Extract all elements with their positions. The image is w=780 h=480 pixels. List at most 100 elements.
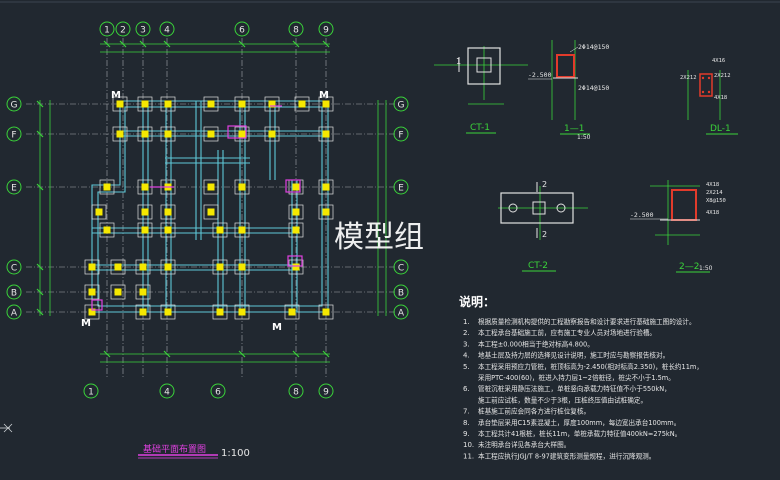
pile-cap bbox=[160, 204, 176, 220]
svg-text:6: 6 bbox=[215, 388, 221, 398]
detail-dl1: 4Χ16 2Χ212 4Χ18 2Χ212 DL-1 bbox=[680, 58, 738, 135]
note-item: 10.未注明承台详见各承台大样图。 bbox=[463, 440, 570, 449]
svg-text:采用PTC-400(60)，桩进入持力层1~2倍桩径，桩尖不: 采用PTC-400(60)，桩进入持力层1~2倍桩径，桩尖不小于1.5m。 bbox=[478, 373, 675, 382]
pile-cap bbox=[212, 304, 228, 320]
svg-text:2Φ14@150: 2Φ14@150 bbox=[578, 84, 609, 92]
pile-cap bbox=[212, 222, 228, 238]
svg-text:2: 2 bbox=[120, 26, 126, 36]
axis-bubble-top-6: 6 bbox=[234, 21, 250, 37]
axis-bubble-left-F: F bbox=[6, 126, 22, 142]
ct2-label: CT-2 bbox=[528, 261, 548, 271]
pile-cap bbox=[135, 284, 151, 300]
axis-bubble-top-8: 8 bbox=[288, 21, 304, 37]
svg-text:8: 8 bbox=[293, 388, 299, 398]
svg-text:2Χ214: 2Χ214 bbox=[706, 190, 723, 196]
svg-text:2Χ212: 2Χ212 bbox=[714, 73, 731, 79]
note-item: 3.本工程±0.000相当于绝对标高4.800。 bbox=[463, 339, 594, 348]
svg-text:1: 1 bbox=[88, 388, 94, 398]
svg-text:本工程承台基础施工前，应有施工专业人员对场地进行验槽。: 本工程承台基础施工前，应有施工专业人员对场地进行验槽。 bbox=[478, 328, 656, 337]
design-notes: 说明： 1.根据质量检测机构提供的工程勘察报告和设计要求进行基础施工图的设计。 2… bbox=[459, 294, 703, 460]
svg-text:2: 2 bbox=[542, 230, 547, 239]
svg-text:C: C bbox=[11, 264, 17, 274]
svg-text:本工程共计41根桩，桩长11m，单桩承载力特征值400kN≈: 本工程共计41根桩，桩长11m，单桩承载力特征值400kN≈275kN。 bbox=[478, 429, 681, 438]
svg-text:8.: 8. bbox=[463, 419, 470, 427]
pile-cap bbox=[91, 204, 107, 220]
pile-cap bbox=[203, 126, 219, 142]
svg-text:2Χ212: 2Χ212 bbox=[680, 75, 697, 81]
svg-text:4Χ18: 4Χ18 bbox=[706, 210, 719, 216]
svg-text:M: M bbox=[111, 90, 121, 101]
pile-cap bbox=[160, 126, 176, 142]
note-item: 1.根据质量检测机构提供的工程勘察报告和设计要求进行基础施工图的设计。 bbox=[463, 317, 696, 326]
svg-text:管桩沉桩采用静压法施工，单桩竖向承载力特征值不小于550kN: 管桩沉桩采用静压法施工，单桩竖向承载力特征值不小于550kN， bbox=[478, 384, 671, 393]
svg-text:2: 2 bbox=[542, 180, 547, 189]
svg-text:11.: 11. bbox=[463, 452, 474, 460]
note-item: 2.本工程承台基础施工前，应有施工专业人员对场地进行验槽。 bbox=[463, 328, 656, 337]
pile-cap bbox=[234, 96, 250, 112]
pile-cap bbox=[318, 204, 334, 220]
note-item: 6.管桩沉桩采用静压法施工，单桩竖向承载力特征值不小于550kN， bbox=[463, 384, 671, 393]
plan-marks: M M M M bbox=[81, 90, 329, 333]
axis-bubble-right-C: C bbox=[393, 259, 409, 275]
axis-bubble-left-G: G bbox=[6, 96, 22, 112]
pile-cap bbox=[160, 304, 176, 320]
magenta-marks bbox=[91, 105, 303, 311]
plan-title: 基础平面布置图 bbox=[143, 443, 206, 455]
pile-cap bbox=[112, 126, 128, 142]
pile-cap bbox=[84, 259, 100, 275]
pile-cap bbox=[203, 204, 219, 220]
svg-text:承台垫层采用C15素混凝土，厚度100mm，每边宽出承台10: 承台垫层采用C15素混凝土，厚度100mm，每边宽出承台100mm。 bbox=[478, 418, 680, 427]
svg-text:-2.500: -2.500 bbox=[630, 211, 654, 219]
svg-text:地基土层及持力层的选择见设计说明，施工时应与勘察报告核对。: 地基土层及持力层的选择见设计说明，施工时应与勘察报告核对。 bbox=[478, 351, 669, 360]
pile-cap bbox=[234, 126, 250, 142]
pile-cap bbox=[264, 96, 280, 112]
svg-text:9.: 9. bbox=[463, 430, 470, 438]
axis-bubble-left-A: A bbox=[6, 304, 22, 320]
pile-cap bbox=[99, 179, 115, 195]
svg-text:桩基施工前应会同各方进行桩位复核。: 桩基施工前应会同各方进行桩位复核。 bbox=[478, 407, 590, 416]
note-item: 施工前应试桩，数量不少于3根，压桩终压值由试桩确定。 bbox=[478, 395, 647, 404]
axis-bubble-right-F: F bbox=[393, 126, 409, 142]
svg-text:10.: 10. bbox=[463, 441, 474, 449]
axis-bubble-left-C: C bbox=[6, 259, 22, 275]
detail-section-2-2: 4Χ18 2Χ214 Χ8@150 4Χ18 -2.500 2—2 1:50 bbox=[630, 180, 726, 273]
pile-cap bbox=[137, 96, 153, 112]
svg-text:4Χ18: 4Χ18 bbox=[714, 95, 727, 101]
svg-text:4: 4 bbox=[164, 26, 170, 36]
sec22-label: 2—2 bbox=[679, 262, 699, 272]
pile-cap bbox=[160, 96, 176, 112]
axis-bubble-bottom-9: 9 bbox=[318, 383, 334, 399]
svg-text:F: F bbox=[398, 131, 403, 141]
pile-cap bbox=[318, 304, 334, 320]
note-item: 5.本工程采用预应力管桩，桩顶标高为-2.450(相对标高2.350)，桩长约1… bbox=[463, 362, 703, 371]
axis-bubble-bottom-1: 1 bbox=[83, 383, 99, 399]
svg-text:G: G bbox=[398, 101, 405, 111]
svg-text:9: 9 bbox=[323, 26, 329, 36]
notes-list: 1.根据质量检测机构提供的工程勘察报告和设计要求进行基础施工图的设计。 2.本工程… bbox=[463, 317, 703, 460]
svg-text:-2.500: -2.500 bbox=[528, 71, 552, 79]
svg-text:2Φ14@150: 2Φ14@150 bbox=[578, 43, 609, 51]
pile-cap bbox=[234, 179, 250, 195]
svg-text:F: F bbox=[11, 131, 16, 141]
svg-text:1:50: 1:50 bbox=[577, 134, 591, 141]
pile-cap bbox=[99, 222, 115, 238]
svg-text:6: 6 bbox=[239, 26, 245, 36]
pile-cap bbox=[160, 222, 176, 238]
note-item: 11.本工程应执行JGJ/T 8-97建筑变形测量规程，进行沉降观测。 bbox=[463, 451, 655, 460]
pile-cap bbox=[288, 222, 304, 238]
axis-bubble-left-B: B bbox=[6, 284, 22, 300]
pile-cap bbox=[318, 179, 334, 195]
dl1-label: DL-1 bbox=[710, 124, 731, 134]
pile-cap bbox=[137, 222, 153, 238]
note-item: 8. 承台垫层采用C15素混凝土，厚度100mm，每边宽出承台100mm。 bbox=[463, 418, 680, 427]
pile-cap bbox=[288, 204, 304, 220]
detail-ct1: 1 CT-1 bbox=[434, 46, 528, 134]
pile-cap bbox=[234, 304, 250, 320]
axis-bubble-left-E: E bbox=[6, 179, 22, 195]
notes-heading: 说明： bbox=[459, 294, 495, 309]
svg-text:A: A bbox=[11, 309, 18, 319]
svg-text:1: 1 bbox=[104, 26, 110, 36]
svg-text:Χ8@150: Χ8@150 bbox=[706, 198, 726, 204]
